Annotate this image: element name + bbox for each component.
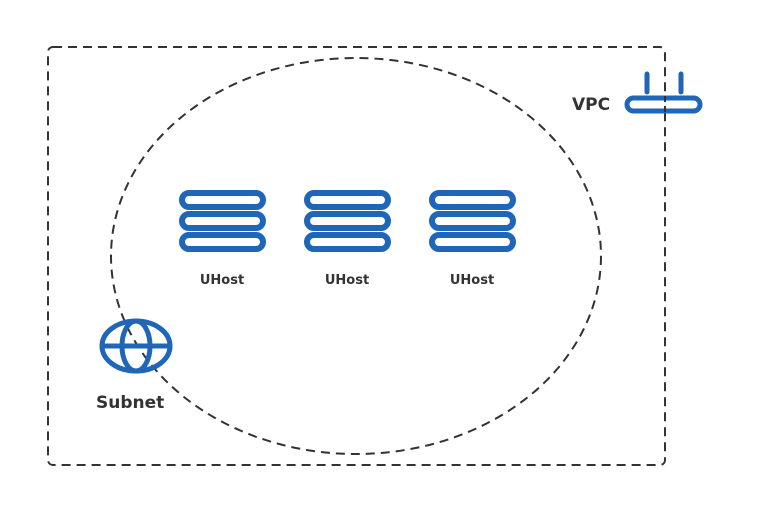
router-icon xyxy=(624,71,703,114)
subnet-label: Subnet xyxy=(96,393,165,413)
subnet-boundary xyxy=(110,57,602,455)
server-icon xyxy=(429,190,516,252)
uhost-label-2: UHost xyxy=(324,273,370,288)
vpc-label: VPC xyxy=(572,95,611,115)
uhost-label-1: UHost xyxy=(199,273,245,288)
globe-icon xyxy=(99,318,173,374)
server-icon xyxy=(179,190,266,252)
uhost-label-3: UHost xyxy=(449,273,495,288)
server-icon xyxy=(304,190,391,252)
vpc-boundary xyxy=(47,46,666,466)
